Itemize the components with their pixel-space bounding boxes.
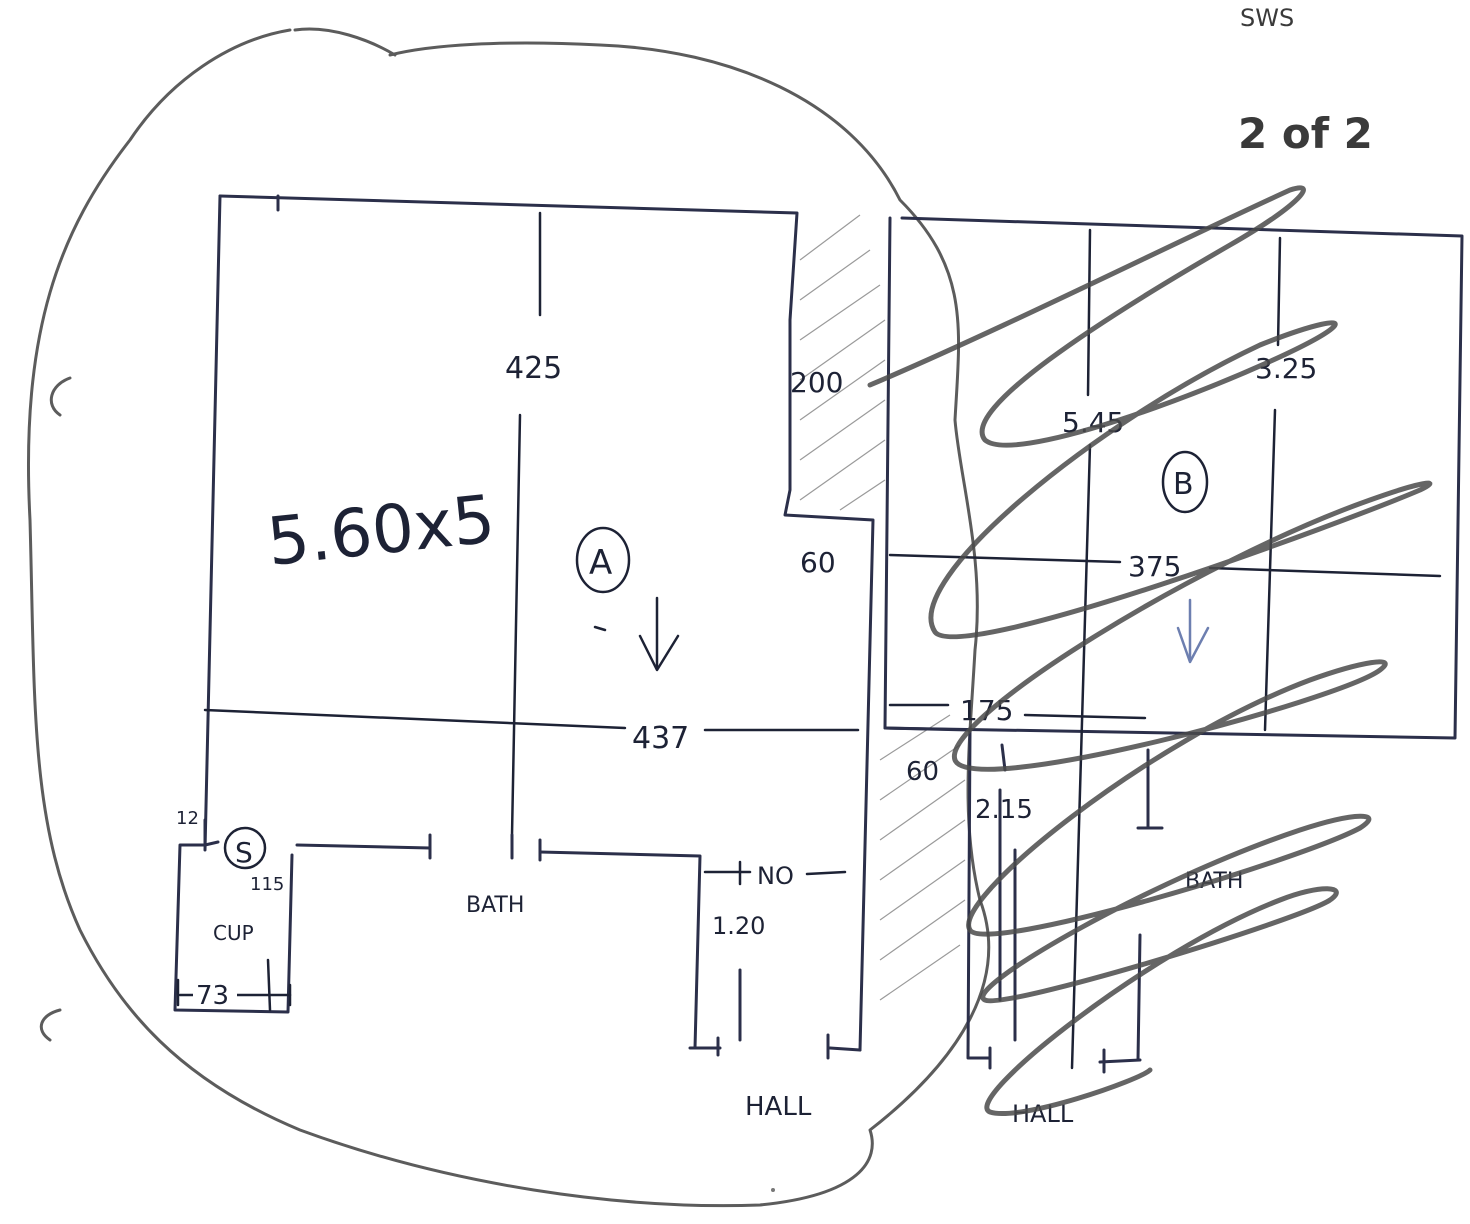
unit-b-vertical-left	[1086, 228, 1092, 397]
unit-a-marker: A	[589, 543, 612, 583]
cupboard-marker: S	[235, 836, 253, 869]
step-hatching	[799, 214, 966, 1001]
room-no: NO	[757, 862, 794, 890]
punch-hole-mark	[49, 376, 72, 417]
unit-b-inner-wall	[1000, 743, 1007, 772]
unit-a-title: 5.60x5	[264, 481, 499, 581]
arrow-down-icon	[1176, 598, 1210, 664]
room-cupboard: CUP	[213, 921, 254, 945]
unit-b-bath-wall-lower	[1136, 933, 1142, 1062]
unit-b-horizontal-right	[1208, 566, 1442, 578]
unit-b-marker-circle	[1161, 450, 1209, 514]
dim-b-step: 60	[906, 757, 939, 787]
dim-cupboard-depth: 115	[250, 874, 284, 895]
dim-step-wall: 200	[790, 366, 843, 399]
page-number: 2 of 2	[1238, 109, 1373, 158]
dim-horizontal: 437	[632, 721, 689, 756]
unit-b-horizontal	[888, 553, 1122, 564]
unit-a-left-wall	[203, 194, 222, 852]
unit-b-marker: B	[1173, 467, 1194, 502]
dim-b-vertical-right: 3.25	[1255, 352, 1317, 385]
pencil-dot	[771, 1188, 775, 1192]
dim-no-line-right	[805, 870, 847, 876]
sheet-code: SWS	[1240, 4, 1294, 32]
dim-top-vertical: 425	[505, 351, 562, 386]
unit-b-outer-wall	[883, 216, 1464, 740]
unit-b-lower-wall	[883, 726, 992, 1060]
unit-a-plan: 425 437 200 60 5.60x5 A S 12	[173, 194, 966, 1122]
punch-hole-mark	[39, 1008, 62, 1042]
encircling-outline	[26, 28, 991, 1208]
unit-b-bath-wall-foot	[1098, 1058, 1142, 1064]
dim-cupboard-width-mask	[193, 983, 237, 1007]
unit-a-marker-circle	[575, 526, 631, 594]
crossed-out-scribble	[867, 185, 1433, 1116]
encircling-outline-tail	[293, 27, 397, 57]
cupboard: S	[173, 818, 294, 1014]
unit-b-vertical-right	[1276, 236, 1282, 347]
room-hall: HALL	[745, 1092, 812, 1122]
dim-hall-width: 1.20	[712, 912, 765, 940]
dim-b-small: 2.15	[975, 795, 1033, 825]
arrow-down-icon	[593, 596, 680, 672]
dim-line-vertical-bottom	[510, 413, 522, 837]
room-bath: BATH	[466, 893, 524, 918]
dim-step-width: 60	[800, 546, 836, 579]
bath-partition	[295, 833, 862, 1060]
unit-b-plan: 5.45 3.25 375 B 175 60 2.15 BATH HALL	[867, 185, 1464, 1128]
unit-b-lower-horizontal-right	[1023, 713, 1147, 720]
dim-corner: 12	[176, 808, 199, 829]
dim-b-horizontal: 375	[1128, 550, 1181, 583]
unit-a-outer-wall	[218, 194, 875, 1052]
dim-line-horizontal-left	[203, 708, 627, 730]
dim-cupboard-width: 73	[196, 981, 229, 1011]
